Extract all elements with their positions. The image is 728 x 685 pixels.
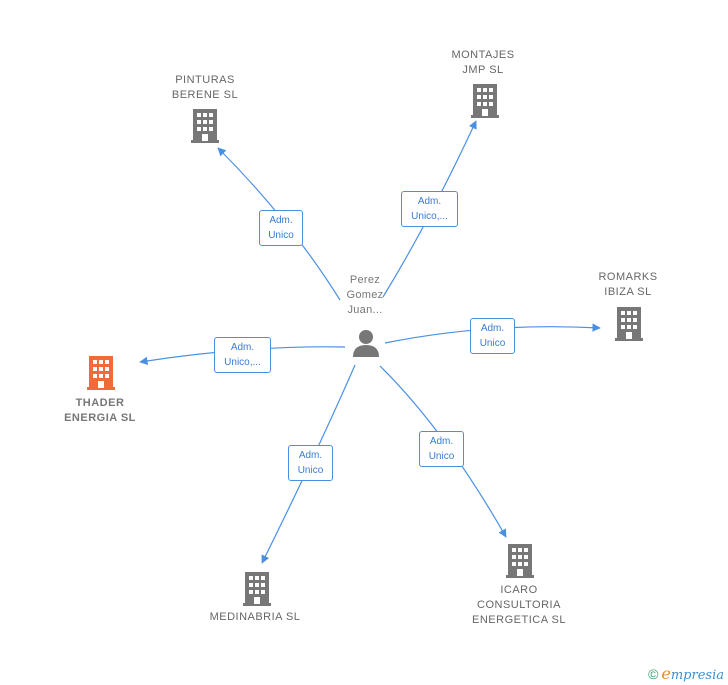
building-icon[interactable] [615,307,643,341]
relation-label-medinabria[interactable]: Adm. Unico [288,445,333,481]
company-label-medinabria[interactable]: MEDINABRIA SL [209,611,301,623]
building-icon[interactable] [243,572,271,606]
company-label-romarks[interactable]: ROMARKS IBIZA SL [598,271,658,298]
copyright-symbol: © [648,666,659,682]
person-icon[interactable] [353,330,379,357]
empresia-brand: ©empresia [648,664,724,683]
relation-label-thader[interactable]: Adm. Unico,... [214,337,271,373]
building-icon-focus[interactable] [87,356,115,390]
building-icon[interactable] [191,109,219,143]
company-label-icaro[interactable]: ICARO CONSULTORIA ENERGETICA SL [472,584,566,626]
building-icon[interactable] [471,84,499,118]
company-label-thader[interactable]: THADER ENERGIA SL [64,397,136,424]
person-name-label[interactable]: Perez Gomez Juan... [346,274,384,316]
relation-label-romarks[interactable]: Adm. Unico [470,318,515,354]
brand-initial: e [661,664,671,683]
relation-label-montajes[interactable]: Adm. Unico,... [401,191,458,227]
building-icon[interactable] [506,544,534,578]
relation-label-icaro[interactable]: Adm. Unico [419,431,464,467]
brand-name: mpresia [670,668,724,683]
company-label-montajes[interactable]: MONTAJES JMP SL [451,49,515,76]
company-label-pinturas[interactable]: PINTURAS BERENE SL [171,74,239,101]
relation-label-pinturas[interactable]: Adm. Unico [259,210,303,246]
